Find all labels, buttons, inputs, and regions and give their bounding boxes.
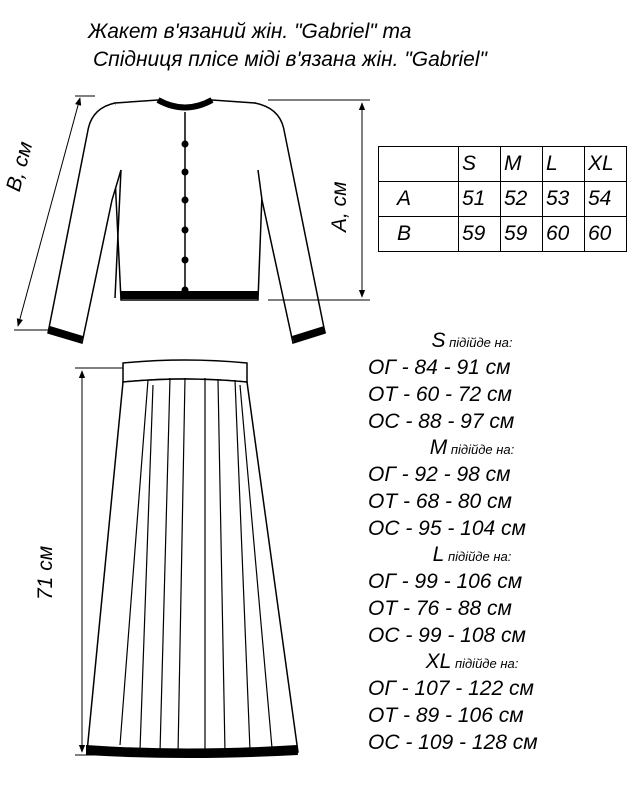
- fit-size: M: [429, 436, 448, 459]
- fit-size: L: [432, 543, 445, 566]
- fit-line-hips: ОС - 99 - 108 см: [368, 624, 526, 647]
- skirt-length-label: 71 см: [34, 545, 57, 600]
- size-table: S M L XL A 51 52 53 54 B 59 59 60 60: [378, 146, 627, 252]
- fit-line-bust: ОГ - 92 - 98 см: [368, 463, 511, 486]
- skirt-sketch: [86, 359, 299, 758]
- fit-line-hips: ОС - 88 - 97 см: [368, 410, 515, 433]
- title-line-2: Спідниця плісе міді в'язана жін. "Gabrie…: [93, 48, 487, 71]
- fit-line-waist: ОТ - 60 - 72 см: [368, 383, 512, 406]
- cell-a-xl: 54: [584, 181, 627, 217]
- size-fit-list: S підійде на: ОГ - 84 - 91 см ОТ - 60 - …: [362, 328, 582, 756]
- fit-block-s: S підійде на: ОГ - 84 - 91 см ОТ - 60 - …: [362, 328, 582, 435]
- fit-label: підійде на:: [447, 442, 515, 457]
- fit-line-bust: ОГ - 99 - 106 см: [368, 570, 523, 593]
- jacket-sketch: [47, 97, 326, 344]
- fit-line-bust: ОГ - 107 - 122 см: [368, 677, 534, 700]
- skirt-hem-band: [86, 745, 298, 758]
- fit-block-m: M підійде на: ОГ - 92 - 98 см ОТ - 68 - …: [362, 435, 582, 542]
- jacket-hem-band: [121, 291, 258, 299]
- skirt-body: [86, 378, 299, 756]
- cell-a-l: 53: [542, 181, 585, 217]
- size-header-xl: XL: [584, 146, 627, 182]
- cell-a-s: 51: [458, 181, 501, 217]
- size-header-m: M: [500, 146, 543, 182]
- dimension-lines: [14, 95, 370, 756]
- jacket-left-sleeve: [47, 102, 122, 344]
- fit-line-hips: ОС - 109 - 128 см: [368, 731, 538, 754]
- fit-heading: XL підійде на:: [362, 649, 582, 675]
- fit-line-waist: ОТ - 76 - 88 см: [368, 597, 512, 620]
- fit-size: XL: [425, 650, 452, 673]
- jacket-right-cuff: [292, 326, 326, 343]
- fit-label: підійде на:: [444, 549, 512, 564]
- jacket-collar: [156, 97, 214, 111]
- cell-b-xl: 60: [584, 216, 627, 252]
- cell-a-m: 52: [500, 181, 543, 217]
- fit-heading: L підійде на:: [362, 542, 582, 568]
- size-header-l: L: [542, 146, 585, 182]
- fit-block-l: L підійде на: ОГ - 99 - 106 см ОТ - 76 -…: [362, 542, 582, 649]
- fit-line-waist: ОТ - 89 - 106 см: [368, 704, 524, 727]
- fit-line-bust: ОГ - 84 - 91 см: [368, 356, 511, 379]
- fit-heading: S підійде на:: [362, 328, 582, 354]
- fit-line-waist: ОТ - 68 - 80 см: [368, 490, 512, 513]
- fit-line-hips: ОС - 95 - 104 см: [368, 517, 526, 540]
- size-table-corner: [378, 146, 459, 182]
- fit-heading: M підійде на:: [362, 435, 582, 461]
- title-line-1: Жакет в'язаний жін. "Gabriel" та: [88, 20, 412, 43]
- jacket-length-a-label: A, см: [328, 181, 351, 232]
- cell-b-m: 59: [500, 216, 543, 252]
- size-table-row-a: A 51 52 53 54: [378, 181, 627, 217]
- size-table-header-row: S M L XL: [378, 146, 627, 182]
- cell-b-l: 60: [542, 216, 585, 252]
- fit-block-xl: XL підійде на: ОГ - 107 - 122 см ОТ - 89…: [362, 649, 582, 756]
- jacket-right-sleeve: [254, 102, 326, 344]
- skirt-pleats: [119, 377, 273, 755]
- fit-label: підійде на:: [445, 335, 513, 350]
- size-header-s: S: [458, 146, 501, 182]
- fit-label: підійде на:: [451, 656, 519, 671]
- row-label-a: A: [378, 181, 459, 217]
- cell-b-s: 59: [458, 216, 501, 252]
- jacket-buttons: [181, 140, 189, 294]
- row-label-b: B: [378, 216, 459, 252]
- fit-size: S: [431, 329, 446, 352]
- jacket-left-cuff: [48, 326, 83, 343]
- size-table-row-b: B 59 59 60 60: [378, 216, 627, 252]
